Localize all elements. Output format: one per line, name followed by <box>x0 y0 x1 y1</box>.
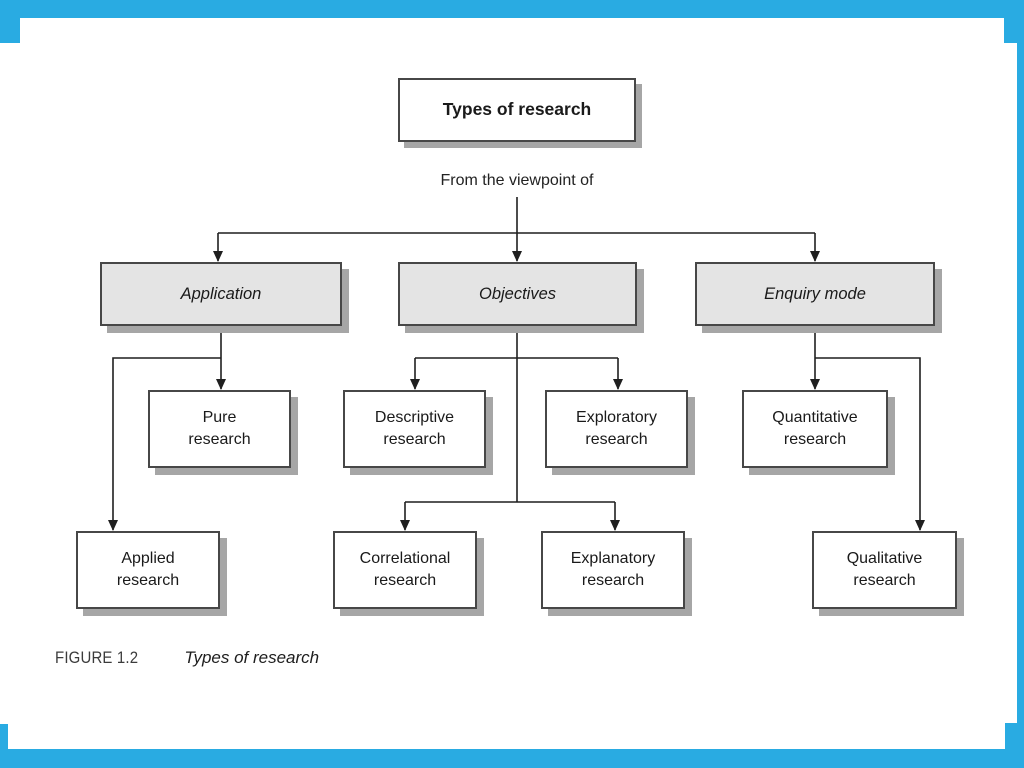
leaf-node-correlational-research: Correlational research <box>333 531 477 609</box>
viewpoint-label: From the viewpoint of <box>440 172 594 189</box>
frame-corner-bottom-left <box>0 724 8 768</box>
frame-corner-top-left <box>0 0 20 43</box>
leaf-node-quantitative-research: Quantitative research <box>742 390 888 468</box>
leaf-node-exploratory-research: Exploratory research <box>545 390 688 468</box>
leaf-node-descriptive-research: Descriptive research <box>343 390 486 468</box>
figure-caption: FIGURE 1.2 Types of research <box>55 648 319 668</box>
root-node-types-of-research: Types of research <box>398 78 636 142</box>
leaf-node-applied-research: Applied research <box>76 531 220 609</box>
category-node-enquiry-mode: Enquiry mode <box>695 262 935 326</box>
frame-corner-top-right <box>1004 0 1024 43</box>
category-node-objectives: Objectives <box>398 262 637 326</box>
category-node-application: Application <box>100 262 342 326</box>
leaf-node-qualitative-research: Qualitative research <box>812 531 957 609</box>
leaf-node-explanatory-research: Explanatory research <box>541 531 685 609</box>
frame-corner-bottom-right <box>1005 723 1024 768</box>
leaf-node-pure-research: Pure research <box>148 390 291 468</box>
figure-number-label: FIGURE 1.2 <box>55 648 139 667</box>
figure-title: Types of research <box>184 648 320 667</box>
